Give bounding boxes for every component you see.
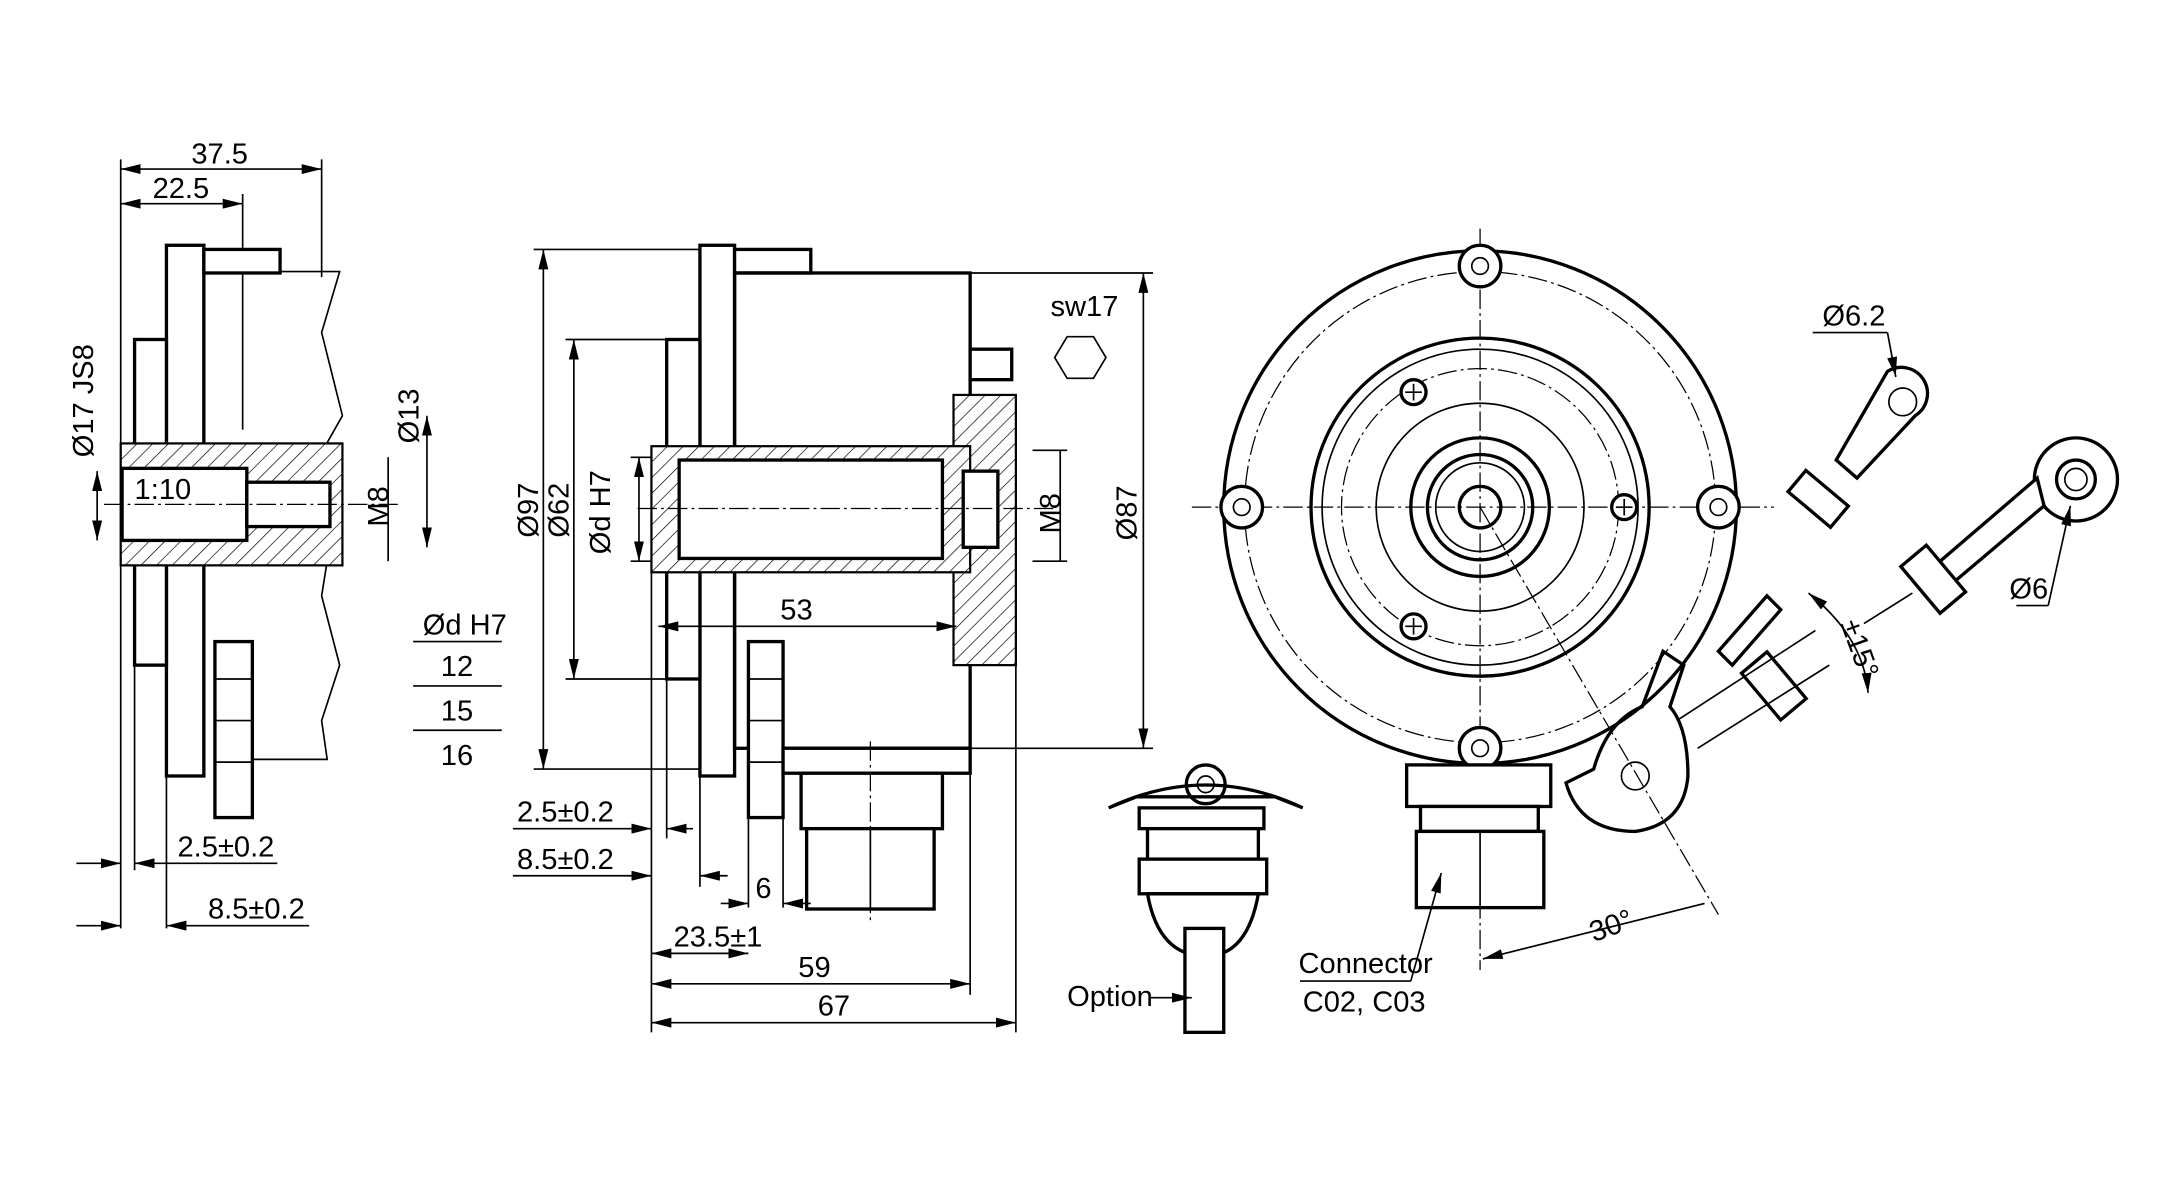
tolerance-angle: ±15°	[1834, 615, 1885, 682]
front-view: 30° Ø6.2 Ø6 ±15° Connector C02, C03	[1191, 228, 2120, 1019]
option-label: Option	[1067, 981, 1153, 1013]
bore-value: 16	[441, 740, 473, 772]
connector-types: C02, C03	[1303, 987, 1426, 1019]
dim-13: Ø13	[394, 388, 426, 443]
wrench-size: sw17	[1051, 291, 1119, 323]
connector	[1404, 763, 1553, 910]
mounting-holes	[1219, 243, 1741, 771]
connector-label: Connector	[1299, 948, 1433, 980]
pin	[202, 247, 282, 275]
dim-53: 53	[780, 594, 812, 626]
angle-30: 30°	[1585, 904, 1637, 949]
cable-clamp	[746, 639, 785, 820]
option-view: Option	[1067, 763, 1304, 1035]
screws	[1399, 378, 1639, 641]
dim-23-5: 23.5±1	[674, 921, 763, 953]
dim-8-5: 8.5±0.2	[517, 844, 614, 876]
dim-bore-js8: Ø17 JS8	[68, 344, 100, 457]
earthing-lug	[1564, 648, 1690, 834]
pin	[732, 247, 813, 275]
cable-large	[1676, 436, 2120, 749]
shaft-bore	[677, 458, 945, 561]
lug-large-dim: Ø6	[2009, 574, 2048, 606]
dim-bore-h7: Ød H7	[585, 470, 617, 554]
section-view: Ø97 Ø62 Ød H7 M8 Ø87 sw17 53	[513, 243, 1154, 1033]
dim-2-5: 2.5±0.2	[178, 831, 275, 863]
dim-8-5: 8.5±0.2	[208, 894, 305, 926]
lug-small-dim: Ø6.2	[1822, 301, 1885, 333]
dim-6: 6	[755, 873, 771, 905]
bore-value: 12	[441, 651, 473, 683]
dim-37-5: 37.5	[191, 139, 248, 171]
dim-62: Ø62	[543, 483, 575, 538]
dim-22-5: 22.5	[153, 173, 210, 205]
dim-2-5: 2.5±0.2	[517, 797, 614, 829]
thread-m8: M8	[1035, 493, 1067, 533]
hexagon-icon	[1053, 335, 1107, 380]
bore-table-header: Ød H7	[423, 610, 507, 642]
connector	[781, 741, 972, 922]
bore-value: 15	[441, 696, 473, 728]
cable-small	[1785, 365, 1930, 530]
taper-label: 1:10	[135, 474, 192, 506]
side-view: 37.5 22.5 1:10 Ø17 JS8 Ø13 M8 2.5±0.2 8.…	[68, 139, 432, 931]
dim-59: 59	[798, 952, 830, 984]
thread-m8: M8	[363, 486, 395, 526]
cable-clamp	[213, 639, 255, 820]
dim-87: Ø87	[1111, 485, 1143, 540]
set-screw	[968, 347, 1014, 382]
bore-table: Ød H7 12 15 16	[413, 610, 507, 772]
dim-97: Ø97	[513, 483, 545, 538]
dim-67: 67	[818, 991, 850, 1023]
